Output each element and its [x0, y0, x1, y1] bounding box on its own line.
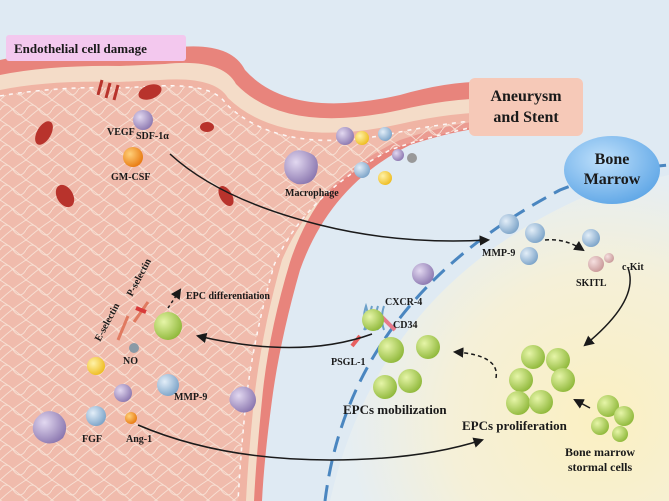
skitl-sphere	[588, 256, 604, 272]
stromal-cells	[591, 395, 634, 442]
gmcsf-sphere	[123, 147, 143, 167]
red-cell	[35, 121, 53, 145]
arrow-differentiation	[167, 288, 182, 309]
mmp9-bubble	[582, 229, 600, 247]
arrow-ckit-to-proliferation	[583, 267, 631, 347]
label-stromal-line1: Bone marrow	[565, 445, 635, 459]
sdf-sphere	[133, 110, 153, 130]
label-cxcr4: CXCR-4	[385, 297, 422, 308]
fgf-sphere	[86, 406, 106, 426]
ang1-sphere	[125, 412, 137, 424]
mmp9-bubble	[520, 247, 538, 265]
aneurysm-line1: Aneurysm	[490, 88, 562, 105]
label-macrophage: Macrophage	[285, 188, 339, 199]
red-blood-cells	[35, 79, 234, 208]
label-mmp9-top: MMP-9	[482, 248, 515, 259]
title-text: Endothelial cell damage	[14, 41, 147, 56]
vegf-rods	[96, 79, 120, 101]
label-skitl: SKITL	[576, 278, 607, 289]
label-ckit: c-Kit	[622, 262, 644, 273]
label-psgl1: PSGL-1	[331, 357, 365, 368]
epc-cell	[378, 337, 404, 363]
cd34-epc	[362, 309, 384, 331]
arrow-mmp9-to-skitl	[544, 238, 585, 252]
yellow-molecule	[87, 357, 105, 375]
bone-marrow-line2: Marrow	[584, 171, 641, 188]
label-vegf: VEGF	[107, 127, 135, 138]
arrow-proliferation-to-mobilization	[452, 347, 497, 379]
macrophage-cell	[284, 150, 318, 185]
red-cell	[218, 186, 234, 206]
arrow-stromal	[573, 399, 591, 409]
bone-marrow-bubble	[564, 136, 660, 204]
label-mmp9-bottom: MMP-9	[174, 392, 207, 403]
label-epc-proliferation: EPCs proliferation	[462, 418, 568, 433]
red-cell	[55, 184, 75, 208]
label-fgf: FGF	[82, 434, 102, 445]
aneurysm-line2: and Stent	[493, 109, 559, 126]
label-sdf: SDF-1α	[136, 131, 169, 142]
red-cell	[200, 122, 214, 132]
label-gmcsf: GM-CSF	[111, 172, 150, 183]
label-no: NO	[123, 356, 138, 367]
epc-cell	[416, 335, 440, 359]
purple-cell-right	[229, 386, 256, 413]
label-stromal-line2: stormal cells	[568, 460, 633, 474]
arrow-sdf-to-mmp9	[169, 153, 491, 246]
selectin-bond	[135, 306, 147, 314]
bone-marrow-region	[330, 175, 669, 501]
arrows	[137, 153, 631, 461]
epc-cell	[398, 369, 422, 393]
proliferating-epcs	[506, 345, 575, 415]
aneurysm-box	[469, 78, 583, 136]
no-molecule	[129, 343, 139, 353]
label-cd34: CD34	[393, 320, 417, 331]
red-cell	[138, 84, 162, 100]
ckit-sphere	[604, 253, 614, 263]
arrow-epc-to-vessel	[195, 332, 373, 349]
molecule-cluster-top	[336, 127, 417, 185]
mmp9-bubble	[499, 214, 519, 234]
e-selectin	[116, 315, 130, 341]
epc-differentiating	[154, 312, 182, 340]
purple-molecule	[114, 384, 132, 402]
label-epc-diff: EPC differentiation	[186, 291, 270, 302]
mmp9-bubble	[525, 223, 545, 243]
label-ang1: Ang-1	[126, 434, 152, 445]
label-epc-mobilization: EPCs mobilization	[343, 402, 447, 417]
arrow-ang1-to-proliferation	[137, 424, 484, 461]
mmp9-sphere	[157, 374, 179, 396]
title-box	[6, 35, 186, 61]
purple-cell	[32, 411, 67, 444]
epc-cell	[373, 375, 397, 399]
bone-marrow-line1: Bone	[595, 151, 630, 168]
